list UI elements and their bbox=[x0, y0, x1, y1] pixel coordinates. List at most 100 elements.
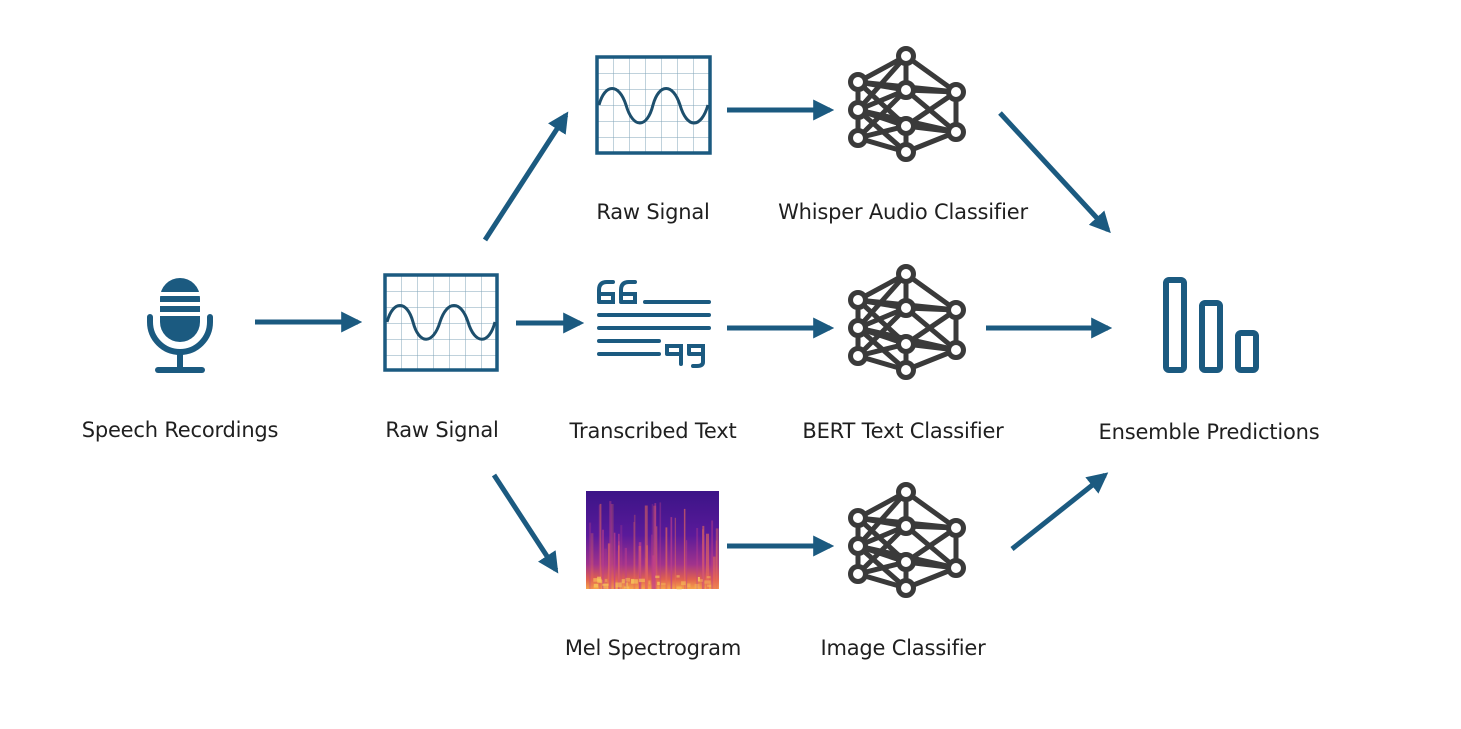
spectrogram-streak bbox=[683, 508, 686, 589]
spectrogram-streak bbox=[715, 540, 718, 589]
spectrogram-highlight bbox=[638, 578, 645, 583]
network-node bbox=[848, 508, 868, 528]
spectrogram-highlight bbox=[687, 583, 691, 588]
label-mel-spectrogram: Mel Spectrogram bbox=[564, 636, 742, 660]
spectrogram-image bbox=[586, 491, 719, 590]
network-link bbox=[904, 489, 958, 531]
spectrogram-streak bbox=[701, 544, 703, 589]
label-raw-signal-top: Raw Signal bbox=[596, 200, 710, 224]
label-ensemble-predictions: Ensemble Predictions bbox=[1098, 420, 1320, 444]
spectrogram-streak bbox=[652, 555, 655, 589]
network-node bbox=[896, 264, 916, 284]
network-link bbox=[904, 525, 958, 565]
neural-network-icon bbox=[848, 46, 966, 162]
spectrogram-highlight bbox=[593, 578, 598, 582]
spectrogram-highlight bbox=[707, 584, 712, 587]
spectrogram-highlight bbox=[621, 579, 625, 584]
network-node bbox=[896, 516, 916, 536]
spectrogram-streak bbox=[702, 525, 705, 589]
spectrogram-streak bbox=[639, 550, 641, 589]
spectrogram-streak bbox=[659, 502, 662, 589]
spectrogram-streak bbox=[651, 534, 653, 589]
network-node bbox=[848, 100, 868, 120]
network-node bbox=[896, 482, 916, 502]
spectrogram-streak bbox=[696, 528, 699, 589]
spectrogram-streak bbox=[706, 533, 709, 589]
spectrogram-highlight bbox=[676, 575, 680, 578]
spectrogram-streak bbox=[651, 504, 654, 589]
spectrogram-streak bbox=[712, 556, 716, 589]
network-node bbox=[848, 128, 868, 148]
label-speech-recordings: Speech Recordings bbox=[81, 418, 279, 442]
spectrogram-highlight bbox=[597, 578, 602, 583]
spectrogram-streak bbox=[674, 517, 676, 589]
network-link bbox=[904, 307, 958, 347]
network-link bbox=[856, 524, 908, 576]
spectrogram-highlight bbox=[604, 578, 608, 582]
spectrogram-streak bbox=[638, 546, 642, 589]
label-bert-classifier: BERT Text Classifier bbox=[802, 419, 1004, 443]
network-node bbox=[896, 46, 916, 66]
quote-text-icon bbox=[597, 280, 711, 368]
spectrogram-streak bbox=[624, 547, 627, 589]
network-node bbox=[946, 300, 966, 320]
spectrogram-streak bbox=[633, 514, 636, 589]
spectrogram-streak bbox=[598, 505, 601, 589]
spectrogram-highlight bbox=[593, 583, 599, 588]
spectrogram-streak bbox=[665, 527, 668, 589]
arrow-image-to-ensemble bbox=[1010, 472, 1109, 551]
network-node bbox=[848, 318, 868, 338]
network-node bbox=[946, 122, 966, 142]
spectrogram-highlight bbox=[603, 583, 609, 589]
network-link bbox=[904, 271, 958, 313]
spectrogram-highlight bbox=[625, 577, 631, 582]
network-link bbox=[856, 88, 908, 140]
network-link bbox=[904, 89, 958, 129]
network-node bbox=[848, 536, 868, 556]
network-node bbox=[946, 82, 966, 102]
network-node bbox=[896, 334, 916, 354]
spectrogram-streak bbox=[607, 543, 611, 589]
network-node bbox=[896, 298, 916, 318]
spectrogram-streak bbox=[620, 525, 623, 589]
spectrogram-streak bbox=[618, 545, 620, 589]
spectrogram-streak bbox=[588, 522, 592, 589]
spectrogram-highlight bbox=[661, 582, 666, 586]
network-node bbox=[848, 346, 868, 366]
label-transcribed-text: Transcribed Text bbox=[569, 419, 737, 443]
network-node bbox=[848, 564, 868, 584]
network-node bbox=[896, 80, 916, 100]
waveform-icon bbox=[383, 273, 499, 372]
spectrogram-streak bbox=[670, 517, 673, 589]
spectrogram-streak bbox=[685, 540, 688, 589]
spectrogram-streak bbox=[590, 533, 594, 589]
neural-network-icon bbox=[848, 482, 966, 598]
spectrogram-streak bbox=[715, 528, 719, 589]
spectrogram-highlight bbox=[706, 576, 711, 579]
network-node bbox=[848, 72, 868, 92]
network-node bbox=[896, 578, 916, 598]
network-node bbox=[946, 340, 966, 360]
spectrogram-streak bbox=[656, 526, 658, 589]
network-node bbox=[848, 290, 868, 310]
spectrogram-highlight bbox=[615, 582, 622, 588]
network-link bbox=[856, 306, 908, 358]
spectrogram-streak bbox=[644, 505, 648, 589]
spectrogram-streak bbox=[633, 522, 635, 589]
spectrogram-streak bbox=[604, 548, 607, 589]
spectrogram-highlight bbox=[699, 579, 703, 582]
network-node bbox=[896, 116, 916, 136]
network-node bbox=[946, 518, 966, 538]
waveform-icon bbox=[595, 55, 712, 155]
spectrogram-highlight bbox=[681, 581, 686, 586]
spectrogram-streak bbox=[602, 529, 604, 589]
neural-network-icon bbox=[848, 264, 966, 380]
label-whisper-classifier: Whisper Audio Classifier bbox=[778, 200, 1028, 224]
network-node bbox=[896, 552, 916, 572]
spectrogram-highlight bbox=[694, 584, 700, 589]
spectrogram-highlight bbox=[655, 575, 660, 579]
network-link bbox=[904, 53, 958, 95]
network-node bbox=[896, 360, 916, 380]
spectrogram-highlight bbox=[625, 582, 628, 587]
spectrogram-streak bbox=[610, 504, 614, 589]
